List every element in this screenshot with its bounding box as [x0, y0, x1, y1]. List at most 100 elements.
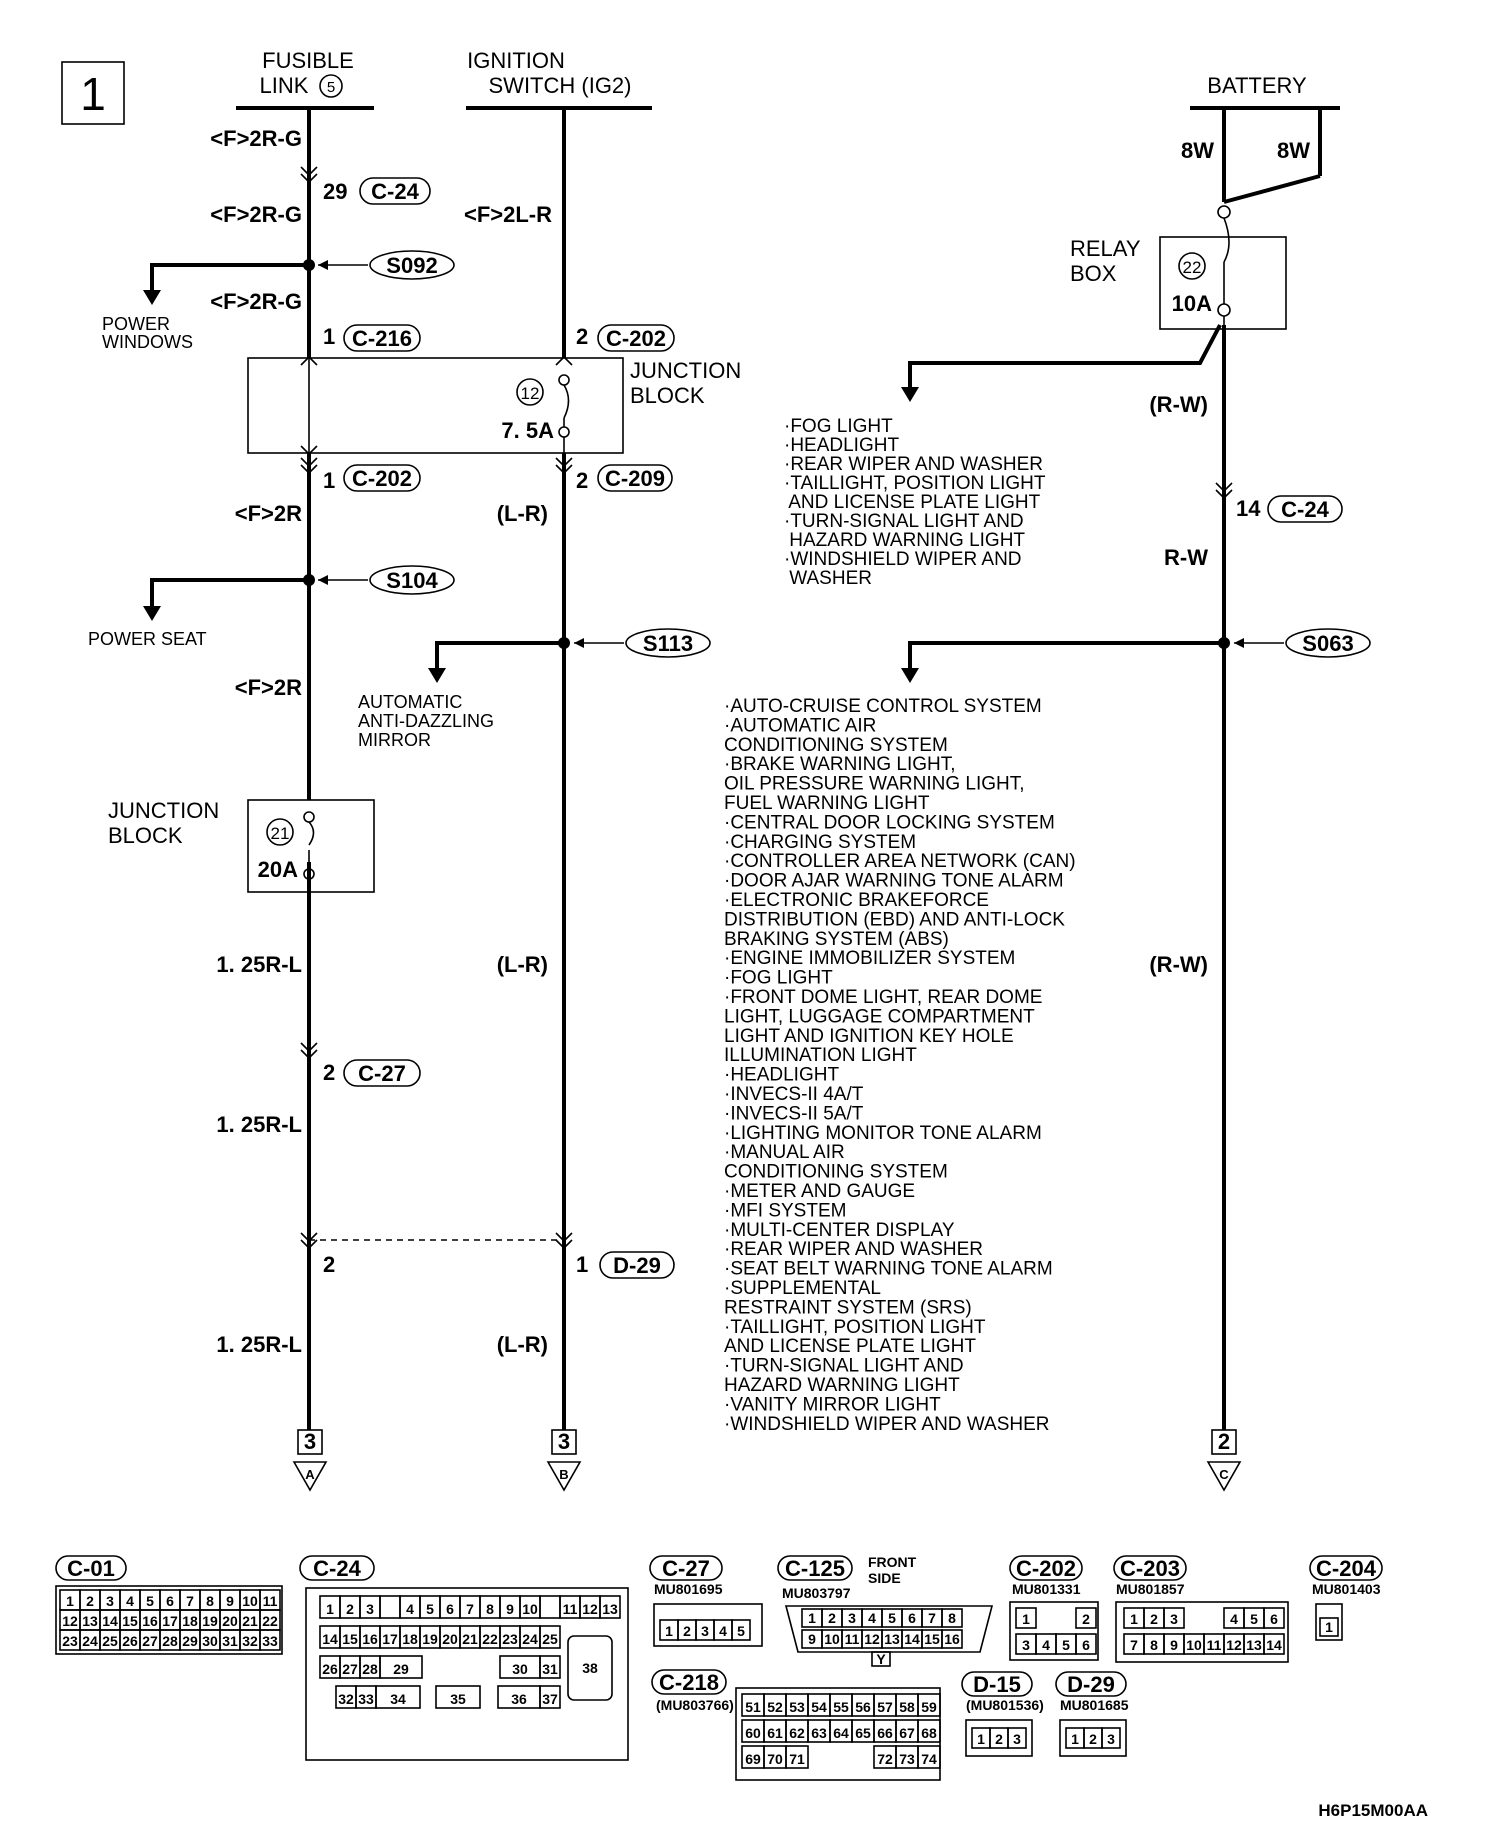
c01-pin: 2 [86, 1593, 94, 1609]
c27-label: C-27 [358, 1061, 406, 1086]
power-seat-label: POWER SEAT [88, 629, 207, 649]
c202-pin: 4 [1042, 1637, 1050, 1653]
c202-tag [1009, 1555, 1083, 1581]
svg-text:36: 36 [511, 1691, 527, 1707]
c202-a-tag [597, 324, 675, 352]
c24-pin: 2 [346, 1601, 354, 1617]
c204-name: C-204 [1316, 1556, 1377, 1581]
c202-cell [1075, 1607, 1097, 1629]
c24-pin: 4 [406, 1601, 414, 1617]
svg-text:34: 34 [390, 1691, 406, 1707]
c24-pin: 31 [542, 1661, 558, 1677]
c218-pin: 54 [811, 1699, 827, 1715]
c01-pin: 28 [162, 1633, 178, 1649]
c24-pin: 30 [512, 1661, 528, 1677]
c24-tag [299, 1555, 375, 1581]
c01-pin: 10 [242, 1593, 258, 1609]
c125-note-1: FRONT [868, 1554, 917, 1570]
c202-pin: 5 [1062, 1637, 1070, 1653]
wire-label-lr-1: (L-R) [497, 501, 548, 526]
wire-label-f2rg-1: <F>2R-G [210, 126, 302, 151]
ignition-switch-label-1: IGNITION [467, 48, 565, 73]
c01-pin: 3 [106, 1593, 114, 1609]
c125-pin: 15 [924, 1631, 940, 1647]
c125-name: C-125 [785, 1556, 845, 1581]
s063-branch-item: ·BRAKE WARNING LIGHT, [724, 754, 956, 775]
c203-pin: 2 [1150, 1611, 1158, 1627]
splice-s104: S104 [386, 568, 438, 593]
d29v-pin: 1 [1071, 1731, 1079, 1747]
battery-label: BATTERY [1207, 73, 1307, 98]
c125-pin: 12 [864, 1631, 880, 1647]
c218-pin: 66 [877, 1725, 893, 1741]
c24-pin: 9 [506, 1601, 514, 1617]
d29v-pin: 3 [1107, 1731, 1115, 1747]
c24-a-pin: 29 [323, 179, 347, 204]
c01-tag [55, 1555, 127, 1581]
svg-text:C: C [1219, 1467, 1229, 1482]
wire-label-rw-1: (R-W) [1149, 392, 1208, 417]
svg-text:38: 38 [582, 1660, 598, 1676]
wire-label-lr-2: (L-R) [497, 952, 548, 977]
c203-tag [1113, 1555, 1187, 1581]
c209-pin: 2 [576, 468, 588, 493]
d15-part: (MU801536) [966, 1697, 1044, 1713]
ignition-switch-label-2: SWITCH (IG2) [489, 73, 632, 98]
c24-pin: 27 [342, 1661, 358, 1677]
c27-pin: 1 [665, 1623, 673, 1639]
c01-pin: 25 [102, 1633, 118, 1649]
c01-pin: 15 [122, 1613, 138, 1629]
svg-text:·HEADLIGHT: ·HEADLIGHT [784, 435, 899, 456]
c202-cell [1075, 1633, 1097, 1655]
c01-pin: 30 [202, 1633, 218, 1649]
d29v-pin: 2 [1089, 1731, 1097, 1747]
c218-pin: 57 [877, 1699, 893, 1715]
s063-branch-item: ·INVECS-II 5A/T [724, 1103, 864, 1124]
c204-pin: 1 [1325, 1619, 1333, 1635]
d29-tag [599, 1251, 675, 1279]
c24-pin: 5 [426, 1601, 434, 1617]
c202-pin: 2 [1082, 1611, 1090, 1627]
c24-pin: 12 [582, 1601, 598, 1617]
c01-pin: 27 [142, 1633, 158, 1649]
c218-pin: 53 [789, 1699, 805, 1715]
s063-branch-item: ·FRONT DOME LIGHT, REAR DOME [724, 987, 1042, 1008]
c218-cell [785, 1745, 809, 1769]
c24-pin: 14 [322, 1631, 338, 1647]
page-number: 1 [80, 68, 106, 120]
svg-text:HAZARD WARNING LIGHT: HAZARD WARNING LIGHT [784, 530, 1025, 551]
d29v-name: D-29 [1067, 1672, 1115, 1697]
s063-branch-item: ·TAILLIGHT, POSITION LIGHT [724, 1317, 986, 1338]
s063-branch-item: ·HEADLIGHT [724, 1065, 839, 1086]
d15-name: D-15 [973, 1672, 1021, 1697]
c202-cell [1015, 1607, 1037, 1629]
c125-pin: 10 [824, 1631, 840, 1647]
c24-pin: 1 [326, 1601, 334, 1617]
c27-tag [649, 1555, 723, 1581]
c203-pin: 12 [1226, 1637, 1242, 1653]
c24-cell [539, 1655, 561, 1679]
d29-left-pin: 2 [323, 1252, 335, 1277]
c24-pin: 32 [338, 1691, 354, 1707]
c203-pin: 9 [1170, 1637, 1178, 1653]
mirror-label-1: AUTOMATIC [358, 692, 462, 712]
c24-pin: 17 [382, 1631, 398, 1647]
c125-pin: 14 [904, 1631, 920, 1647]
c24-pin: 28 [362, 1661, 378, 1677]
fusible-link-label-2: LINK [260, 73, 309, 98]
junction-block-bottom-label-1: JUNCTION [108, 798, 219, 823]
c125-pin: 4 [868, 1610, 876, 1626]
c218-pin: 64 [833, 1725, 849, 1741]
c203-part: MU801857 [1116, 1581, 1185, 1597]
s063-branch-item: FUEL WARNING LIGHT [724, 793, 930, 814]
c24-cell [539, 1595, 561, 1619]
c202-part: MU801331 [1012, 1581, 1081, 1597]
s063-branch-item: ILLUMINATION LIGHT [724, 1045, 917, 1066]
splice-s063-tag [1285, 628, 1371, 658]
c203-pin: 1 [1130, 1611, 1138, 1627]
svg-text:·FOG LIGHT: ·FOG LIGHT [784, 416, 893, 437]
page-number-box [61, 61, 125, 125]
right-wire [1222, 108, 1322, 1413]
fusible-link-label-1: FUSIBLE [262, 48, 354, 73]
